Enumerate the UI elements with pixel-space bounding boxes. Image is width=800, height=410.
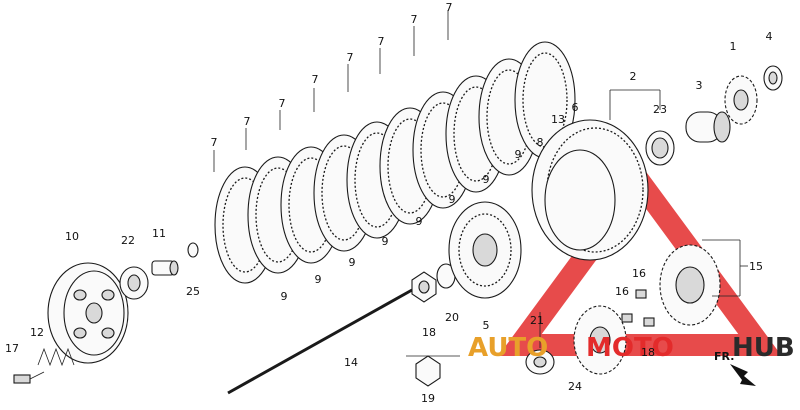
callout-14: 14: [344, 356, 358, 369]
callout-21: 21: [530, 314, 544, 327]
callout-16b: 16: [615, 285, 629, 298]
callout-17: 17: [5, 342, 19, 355]
callout-18b: 18: [641, 346, 655, 359]
lock-nut: [411, 271, 437, 303]
callout-7h: 7: [446, 1, 453, 14]
clutch-center: [448, 201, 522, 299]
callout-23: 23: [653, 103, 667, 116]
callout-9h: 9: [515, 148, 522, 161]
callout-9c: 9: [349, 256, 356, 269]
callout-9b: 9: [315, 273, 322, 286]
callout-5: 5: [483, 319, 490, 332]
pressure-plate: [47, 262, 129, 364]
callout-19: 19: [421, 392, 435, 405]
callout-9e: 9: [416, 215, 423, 228]
callout-9a: 9: [281, 290, 288, 303]
clutch-plate-stack: [214, 41, 576, 284]
callout-20: 20: [445, 311, 459, 324]
gear-washer: [525, 349, 555, 375]
callout-7g: 7: [411, 13, 418, 26]
oil-pump-gear: [659, 244, 721, 326]
callout-13: 13: [551, 113, 565, 126]
callout-numbers: 1 2 3 4 5 6 7 7 7 7 7 7 7 7 8 9 9 9 9 9 …: [5, 1, 773, 405]
callout-7f: 7: [378, 35, 385, 48]
callout-18a: 18: [422, 326, 436, 339]
push-rod: [227, 288, 413, 395]
callout-7e: 7: [347, 51, 354, 64]
callout-15: 15: [749, 260, 763, 273]
callout-8: 8: [537, 136, 544, 149]
autohub-watermark-logo: AUTO MOTO HUB: [468, 333, 795, 363]
primary-drive-gear: [573, 305, 627, 375]
damper-springs: [621, 289, 655, 327]
clutch-outer: [531, 119, 649, 261]
callout-3: 3: [696, 79, 703, 92]
lifter-bearing: [119, 266, 149, 300]
callout-12: 12: [30, 326, 44, 339]
needle-bearing: [645, 130, 675, 166]
leader-lines: [213, 10, 748, 357]
callout-9d: 9: [382, 235, 389, 248]
front-direction-arrow-icon: [730, 364, 756, 386]
callout-1: 1: [730, 40, 737, 53]
callout-11: 11: [152, 227, 166, 240]
watermark-hub: HUB: [732, 333, 795, 363]
callout-6: 6: [572, 101, 579, 114]
callout-9f: 9: [449, 193, 456, 206]
callout-16a: 16: [632, 267, 646, 280]
lifter-washer: [187, 242, 199, 258]
clutch-bolt: [13, 371, 45, 384]
callout-22: 22: [121, 234, 135, 247]
callout-7a: 7: [211, 136, 218, 149]
center-nut: [415, 355, 441, 387]
callout-9g: 9: [483, 173, 490, 186]
clutch-spring: [37, 347, 75, 367]
callout-7b: 7: [244, 115, 251, 128]
watermark-auto: AUTO: [468, 333, 548, 363]
drive-sprocket: [724, 75, 758, 125]
callout-24: 24: [568, 380, 582, 393]
callout-7c: 7: [279, 97, 286, 110]
callout-25: 25: [186, 285, 200, 298]
callout-2: 2: [630, 70, 637, 83]
callout-4: 4: [766, 30, 773, 43]
outer-guide: [685, 111, 731, 143]
lifter-rod: [151, 260, 179, 276]
callout-10: 10: [65, 230, 79, 243]
direction-label: FR.: [714, 350, 734, 363]
callout-7d: 7: [312, 73, 319, 86]
front-direction-marker: FR.: [714, 350, 756, 386]
watermark-moto: MOTO: [586, 333, 674, 363]
thrust-washer: [763, 65, 783, 91]
